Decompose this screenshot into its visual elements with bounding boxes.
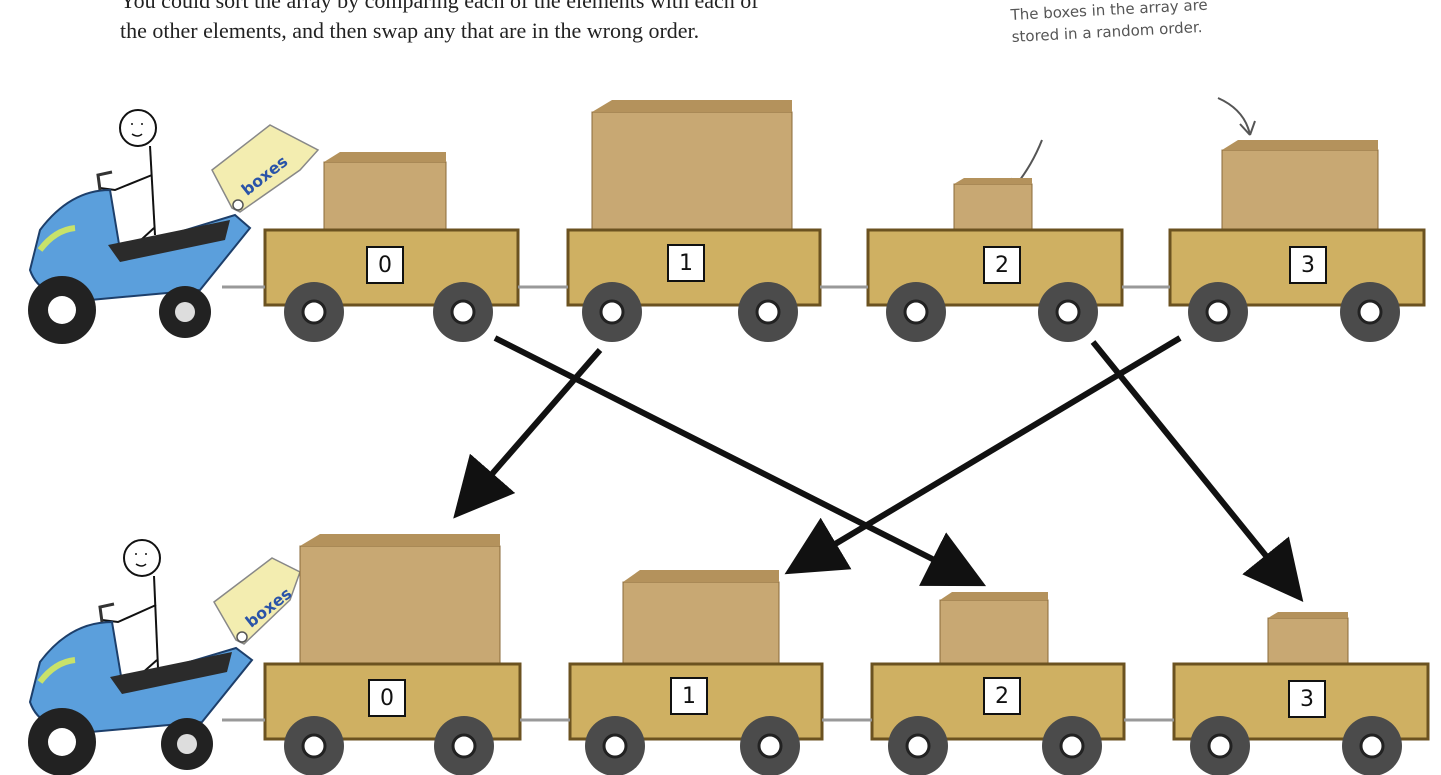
intro-text: You could sort the array by comparing ea… [120, 0, 900, 46]
bottom-train [28, 534, 1430, 775]
arrow-3-to-1 [784, 335, 1182, 575]
intro-line-2: the other elements, and then swap any th… [120, 18, 700, 43]
intro-line-1: You could sort the array by comparing ea… [120, 0, 759, 13]
wagon-2 [820, 178, 1124, 342]
index-box-top-1: 1 [667, 244, 705, 282]
wagon-3 [1124, 612, 1430, 775]
index-box-bottom-3: 3 [1288, 680, 1326, 718]
arrow-2-to-3 [1090, 340, 1304, 602]
array-tag-icon [213, 557, 301, 645]
wagon-2 [822, 592, 1126, 775]
annotation-pointer-right [1217, 97, 1251, 136]
arrow-1-to-0 [453, 348, 603, 519]
index-box-bottom-1: 1 [670, 677, 708, 715]
scooter-rider-icon [28, 539, 254, 775]
index-box-top-3: 3 [1289, 246, 1327, 284]
annotation-pointer-right-head [1239, 120, 1256, 136]
wagon-3 [1122, 140, 1426, 342]
top-train [28, 100, 1426, 344]
index-box-bottom-2: 2 [983, 677, 1021, 715]
index-box-bottom-0: 0 [368, 679, 406, 717]
wagon-1 [518, 100, 822, 342]
wagon-1 [520, 570, 824, 775]
arrow-0-to-2 [493, 335, 987, 587]
scooter-rider-icon [28, 109, 252, 344]
swap-arrows [453, 335, 1304, 602]
index-box-top-0: 0 [366, 246, 404, 284]
index-box-top-2: 2 [983, 246, 1021, 284]
array-tag-icon [211, 124, 320, 213]
wagon-0 [222, 534, 522, 775]
